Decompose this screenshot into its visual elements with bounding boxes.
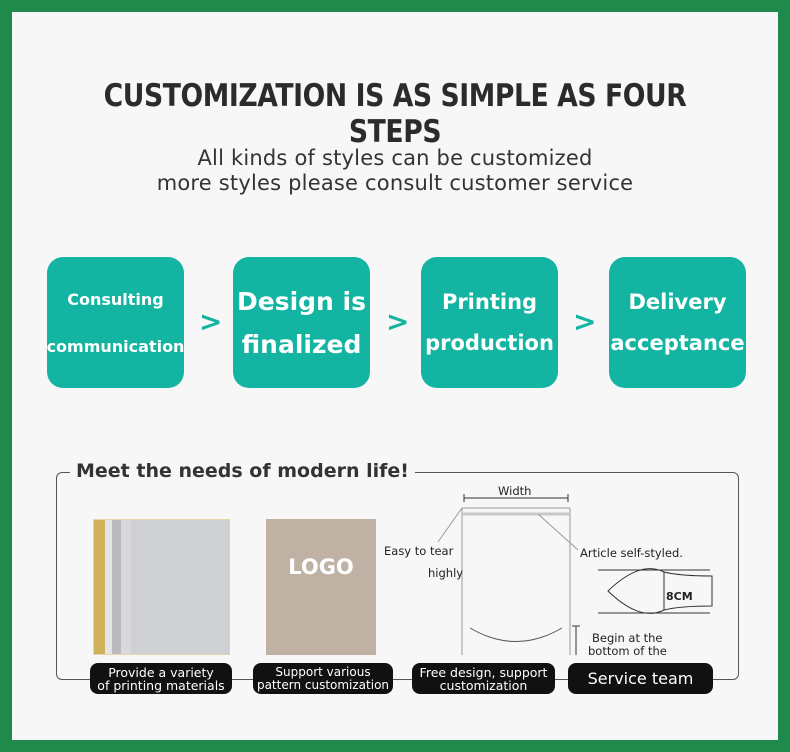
easy-tear-label: Easy to tear xyxy=(384,544,454,558)
bag-dimension-diagram: Width Easy to tear highly Article self-s… xyxy=(380,480,720,665)
subtitle-line-1: All kinds of styles can be customized xyxy=(197,146,593,170)
feature-label-materials: Provide a variety of printing materials xyxy=(90,663,232,694)
step-label-line1: Delivery xyxy=(628,290,727,314)
step-printing: Printing production xyxy=(421,257,558,388)
highly-label: highly xyxy=(428,566,464,580)
begin-label-line2: bottom of the xyxy=(588,644,667,658)
feature-label-line2: pattern customization xyxy=(256,677,390,692)
step-design: Design is finalized xyxy=(233,257,370,388)
arrow-right-icon: > xyxy=(199,305,223,338)
printing-materials-image xyxy=(93,519,230,655)
logo-pattern-image: LOGO xyxy=(266,519,376,655)
page-title: CUSTOMIZATION IS AS SIMPLE AS FOUR STEPS xyxy=(103,78,687,150)
article-label: Article self-styled. xyxy=(580,546,683,560)
step-delivery: Delivery acceptance xyxy=(609,257,746,388)
step-label-line2: communication xyxy=(46,336,185,356)
feature-label-design: Free design, support customization xyxy=(412,663,555,694)
feature-label-pattern: Support various pattern customization xyxy=(253,663,393,694)
bag-outline-icon xyxy=(437,494,713,655)
feature-label-service: Service team xyxy=(568,663,713,694)
step-label-line2: acceptance xyxy=(610,331,745,355)
feature-label-line1: Free design, support xyxy=(419,664,548,680)
arrow-right-icon: > xyxy=(386,305,410,338)
feature-label-line1: Support various xyxy=(275,664,371,679)
feature-label-line1: Service team xyxy=(587,669,694,688)
begin-label-line1: Begin at the xyxy=(592,631,663,645)
features-heading: Meet the needs of modern life! xyxy=(70,460,415,482)
step-label-line1: Printing xyxy=(441,290,538,314)
step-label-line2: production xyxy=(425,331,554,355)
step-label-line1: Consulting xyxy=(67,289,164,309)
step-label-line1: Design is xyxy=(236,286,366,316)
step-consulting: Consulting communication xyxy=(47,257,184,388)
feature-label-line2: customization xyxy=(439,677,528,693)
feature-label-line2: of printing materials xyxy=(97,677,225,693)
feature-label-line1: Provide a variety xyxy=(108,664,214,680)
subtitle-line-2: more styles please consult customer serv… xyxy=(156,171,634,195)
logo-text: LOGO xyxy=(288,555,354,579)
step-label-line2: finalized xyxy=(241,329,362,359)
arrow-right-icon: > xyxy=(573,305,597,338)
width-label: Width xyxy=(498,484,532,498)
size-label: 8CM xyxy=(666,590,693,603)
